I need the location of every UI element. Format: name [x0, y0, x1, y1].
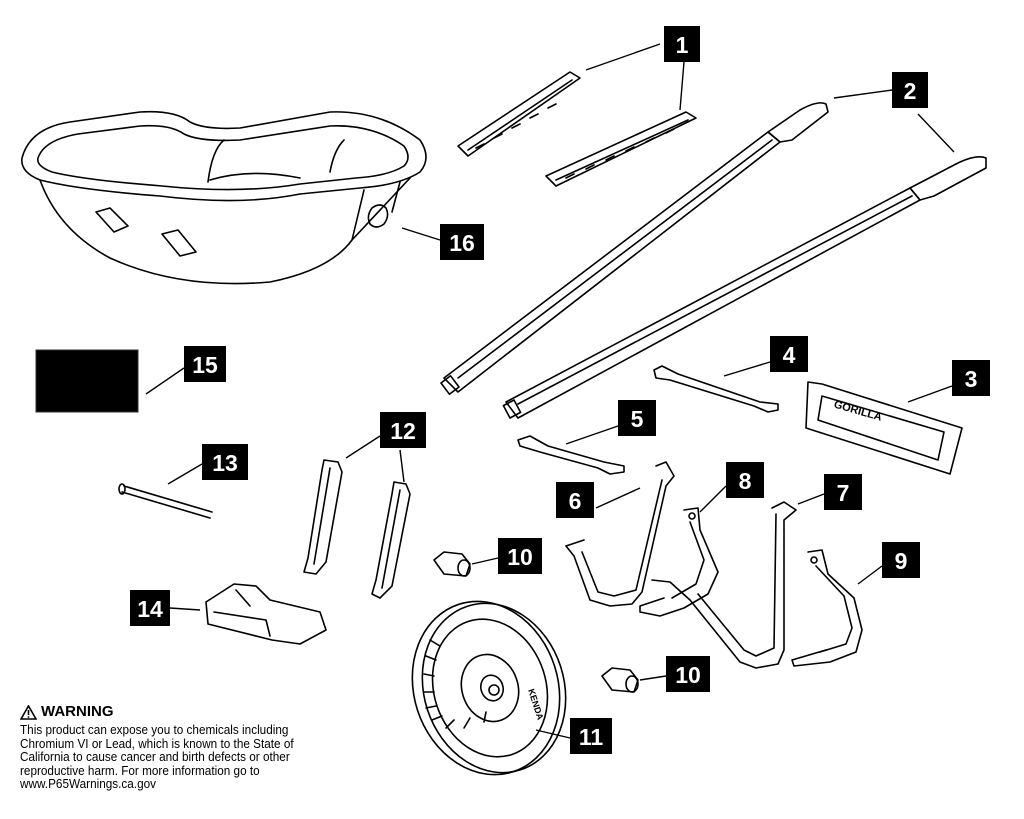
- callout-3: 3: [952, 360, 990, 396]
- warning-triangle-icon: [20, 704, 37, 720]
- callout-11: 11: [570, 718, 612, 754]
- warning-heading: WARNING: [20, 703, 350, 721]
- spacer-10a: [433, 551, 471, 577]
- svg-text:9: 9: [895, 548, 908, 574]
- callout-10b: 10: [666, 656, 710, 692]
- warning-label-part: [35, 349, 139, 413]
- rail-short: [457, 71, 581, 157]
- svg-text:16: 16: [449, 230, 475, 256]
- foot-stand: [205, 583, 327, 645]
- brace-4: [653, 365, 779, 413]
- callout-14: 14: [130, 590, 170, 626]
- callout-8: 8: [726, 462, 764, 498]
- svg-text:5: 5: [631, 406, 644, 432]
- svg-text:8: 8: [739, 468, 752, 494]
- svg-text:15: 15: [192, 352, 218, 378]
- spacer-10b: [601, 667, 639, 693]
- callout-2: 2: [892, 72, 928, 108]
- svg-text:4: 4: [783, 342, 796, 368]
- svg-text:7: 7: [837, 480, 850, 506]
- handle-right: [502, 156, 987, 419]
- svg-text:12: 12: [390, 418, 416, 444]
- rail-long: [545, 111, 697, 187]
- axle: [118, 483, 213, 519]
- wheel: [411, 600, 567, 776]
- callout-6: 6: [556, 482, 594, 518]
- svg-text:6: 6: [569, 488, 582, 514]
- svg-text:11: 11: [579, 724, 604, 750]
- leader-lines: [145, 43, 955, 739]
- brand-plate-text: GORILLA: [832, 399, 883, 424]
- leg-7: [651, 501, 797, 669]
- callout-15: 15: [184, 346, 226, 382]
- handle-left: [440, 102, 829, 396]
- callout-10a: 10: [498, 538, 542, 574]
- leg-6: [565, 461, 675, 607]
- callout-12: 12: [380, 412, 426, 448]
- tray-bucket: [21, 110, 427, 285]
- wheel-label: KENDA: [526, 688, 546, 722]
- svg-text:10: 10: [507, 544, 533, 570]
- callout-5: 5: [618, 400, 656, 436]
- bracket-9: [791, 549, 863, 667]
- callout-13: 13: [202, 444, 248, 480]
- callout-1: 1: [664, 26, 700, 62]
- svg-text:14: 14: [137, 596, 163, 622]
- svg-text:13: 13: [212, 450, 238, 476]
- callout-7: 7: [824, 474, 862, 510]
- svg-text:3: 3: [965, 366, 978, 392]
- svg-text:10: 10: [675, 662, 701, 688]
- callout-9: 9: [882, 542, 920, 578]
- brace-5: [517, 435, 625, 475]
- callout-16: 16: [440, 224, 484, 260]
- svg-text:1: 1: [676, 32, 689, 58]
- prop65-warning: WARNING This product can expose you to c…: [20, 703, 350, 792]
- strut-12a: [303, 459, 343, 575]
- warning-title: WARNING: [41, 703, 114, 720]
- strut-12b: [371, 481, 411, 599]
- bracket-8: [639, 507, 719, 617]
- warning-body: This product can expose you to chemicals…: [20, 723, 294, 791]
- callout-4: 4: [770, 336, 808, 372]
- svg-text:2: 2: [904, 78, 917, 104]
- brand-plate: [805, 381, 963, 475]
